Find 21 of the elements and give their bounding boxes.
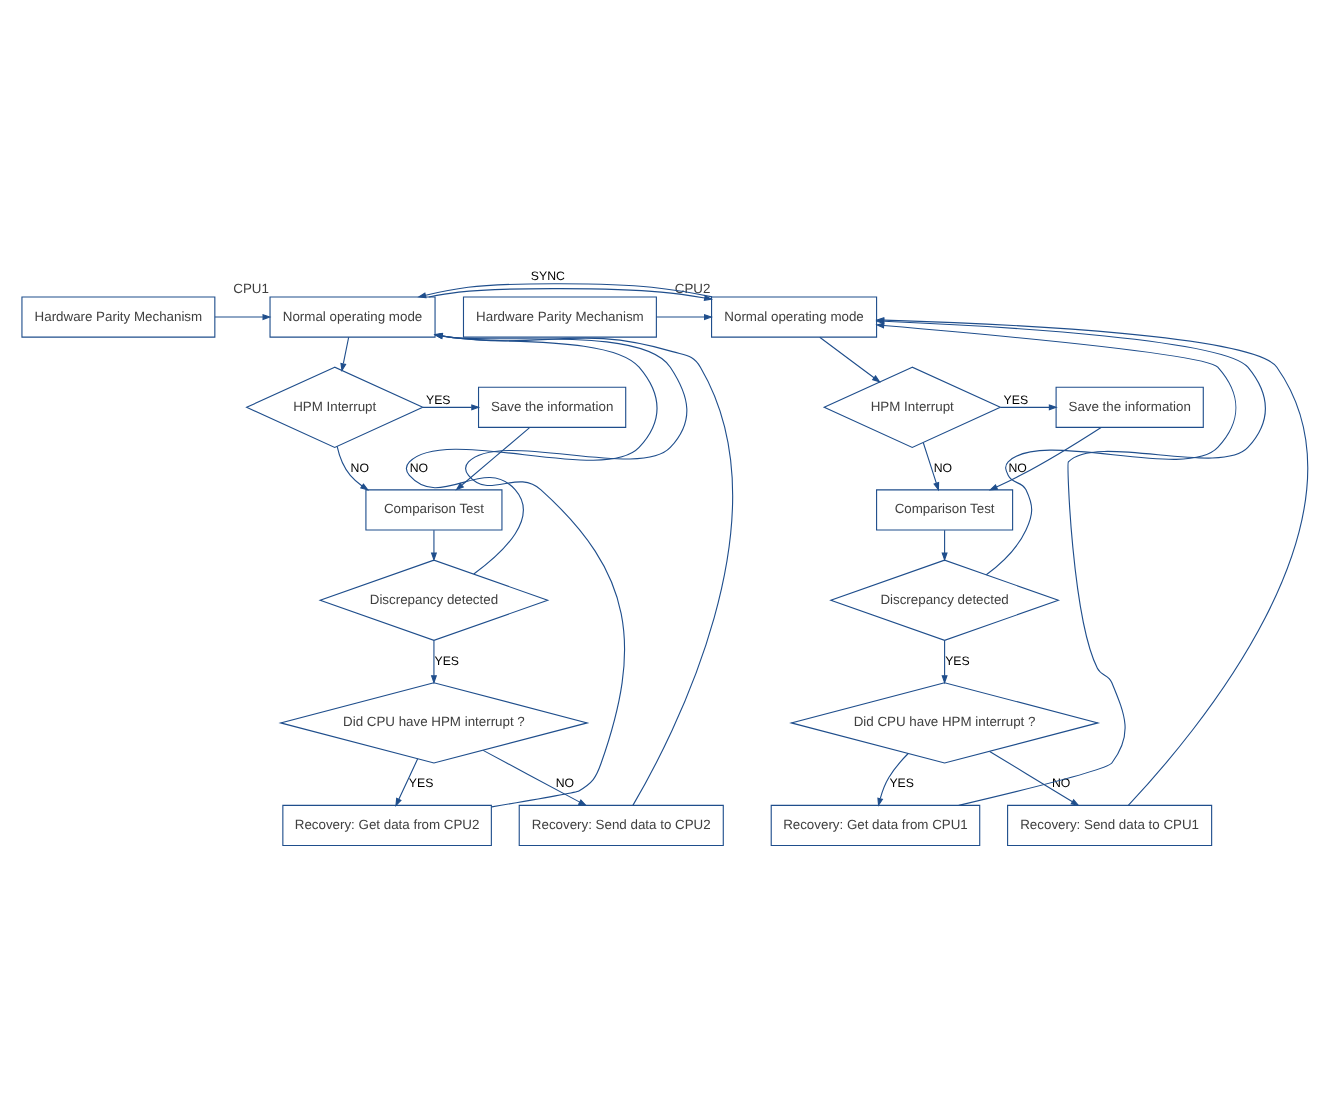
arrow xyxy=(417,282,713,298)
arrow xyxy=(214,312,272,320)
arrow xyxy=(482,748,588,806)
arrow xyxy=(988,425,1102,490)
arrow xyxy=(430,528,438,561)
arrow xyxy=(340,335,350,372)
arrow xyxy=(941,638,948,684)
arrow xyxy=(430,638,438,684)
arrow xyxy=(455,426,530,490)
arrow xyxy=(395,757,419,806)
arrow xyxy=(819,335,881,382)
arrow xyxy=(1000,403,1058,410)
arrow xyxy=(989,749,1080,806)
arrow xyxy=(922,441,940,491)
arrow xyxy=(655,312,713,320)
arrow xyxy=(875,321,1237,575)
arrow xyxy=(422,403,481,410)
arrow xyxy=(941,528,948,561)
arrow xyxy=(336,444,370,490)
arrow xyxy=(428,287,714,300)
arrow xyxy=(877,751,909,806)
